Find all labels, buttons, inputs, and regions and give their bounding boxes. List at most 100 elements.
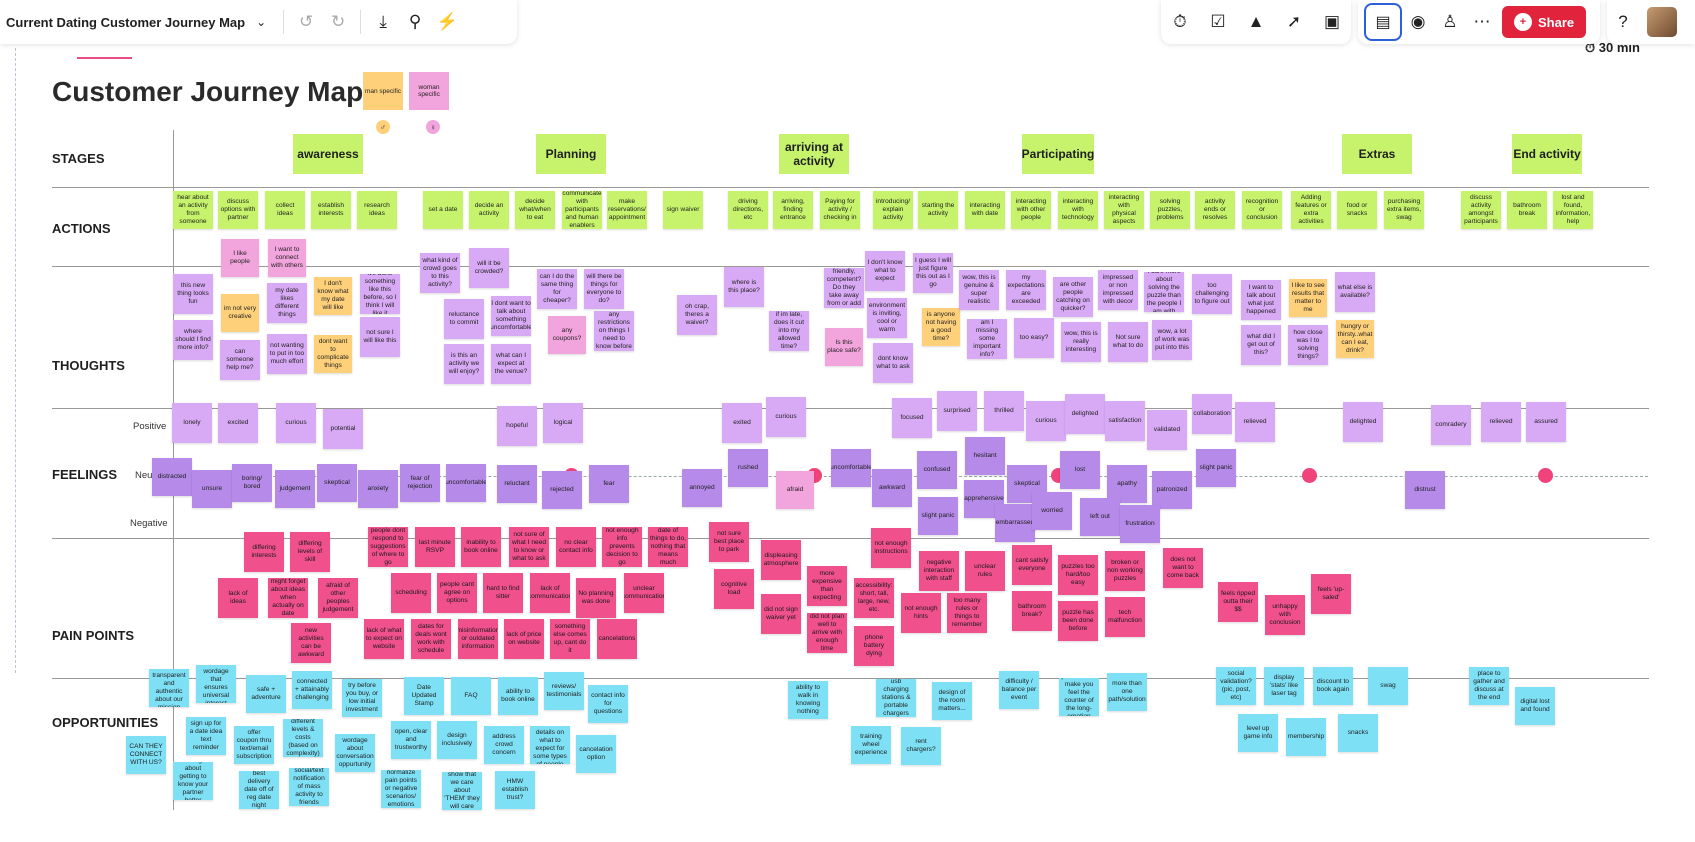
sticky-note-purple[interactable]: rushed <box>728 449 768 487</box>
sticky-note-lav[interactable]: are other people catching on quicker? <box>1053 277 1093 317</box>
timer-icon[interactable]: ⏱ <box>1173 12 1187 31</box>
sticky-note-cyan[interactable]: ability to book online <box>498 677 538 715</box>
sticky-note-red[interactable]: puzzle has been done before <box>1058 601 1098 641</box>
sticky-note-red[interactable]: feels ripped outta their $$ <box>1218 582 1258 622</box>
sticky-note-purple[interactable]: boring/ bored <box>232 464 272 502</box>
stage-end-activity[interactable]: End activity <box>1512 134 1582 174</box>
sticky-note-lav[interactable]: I want to talk about what just happened <box>1241 280 1281 320</box>
sticky-note-red[interactable]: something else comes up, cant do it <box>550 619 590 659</box>
sticky-note-lav[interactable]: lonely <box>172 403 212 443</box>
sticky-note-red[interactable]: differing interests <box>244 532 284 572</box>
redo-icon[interactable]: ↻ <box>330 12 346 31</box>
sticky-note-cyan[interactable]: level up game info <box>1238 714 1278 752</box>
sticky-note-cyan[interactable]: difficulty / balance per event <box>999 671 1039 709</box>
sticky-note-green[interactable]: driving directions, etc <box>728 191 768 229</box>
sticky-note-cyan[interactable]: try before you buy, or low initial inves… <box>342 679 382 717</box>
sticky-note-lav[interactable]: assured <box>1526 402 1566 442</box>
legend-man-specific[interactable]: man specific <box>363 72 403 110</box>
sticky-note-lav[interactable]: delighted <box>1343 402 1383 442</box>
sticky-note-yellow[interactable]: is anyone not having a good time? <box>922 308 960 346</box>
sticky-note-lav[interactable]: am I missing some important info? <box>967 319 1007 359</box>
sticky-note-cyan[interactable]: design inclusively <box>437 721 477 759</box>
sticky-note-cyan[interactable]: snacks <box>1338 714 1378 752</box>
sticky-note-cyan[interactable]: more than one path/solution <box>1107 673 1147 711</box>
sticky-note-lav[interactable]: too challenging to figure out <box>1192 274 1232 314</box>
sticky-note-lav[interactable]: is this an activity we will enjoy? <box>444 344 484 384</box>
sticky-note-pink[interactable]: I like people <box>221 239 259 277</box>
sticky-note-cyan[interactable]: membership <box>1286 718 1326 756</box>
sticky-note-red[interactable]: not enough hints <box>901 593 941 633</box>
sticky-note-red[interactable]: misinformation or outdated information <box>458 619 498 659</box>
sticky-note-green[interactable]: arriving, finding entrance <box>773 191 813 229</box>
sticky-note-cyan[interactable]: use wordage that ensures universal inter… <box>196 665 236 703</box>
sticky-note-pink[interactable]: any coupons? <box>548 316 586 354</box>
sticky-note-red[interactable]: more expensive than expecting <box>807 566 847 606</box>
sticky-note-red[interactable]: people cant agree on options <box>437 573 477 613</box>
sticky-note-green[interactable]: recognition or conclusion <box>1242 191 1282 229</box>
sticky-note-red[interactable]: people dont respond to suggestions of wh… <box>368 527 408 567</box>
sticky-note-green[interactable]: interacting with other people <box>1011 191 1051 229</box>
sticky-note-green[interactable]: interacting with physical aspects <box>1104 191 1144 229</box>
sticky-note-green[interactable]: sign waiver <box>663 191 703 229</box>
sticky-note-green[interactable]: starting the activity <box>918 191 958 229</box>
sticky-note-cyan[interactable]: open, clear and trustworthy <box>391 721 431 759</box>
sticky-note-red[interactable]: lack of ideas <box>218 578 258 618</box>
sticky-note-red[interactable]: phone battery dying <box>854 626 894 666</box>
sticky-note-red[interactable]: unhappy with conclusion <box>1265 595 1305 635</box>
sticky-note-lav[interactable]: this new thing looks fun <box>173 274 213 314</box>
sticky-note-red[interactable]: displeasing atmosphere <box>761 540 801 580</box>
sticky-note-green[interactable]: Adding features or extra activities <box>1291 191 1331 229</box>
sticky-note-lav[interactable]: curious <box>276 403 316 443</box>
sticky-note-cyan[interactable]: display 'stats' like laser tag <box>1264 667 1304 705</box>
sticky-note-cyan[interactable]: discount to book again <box>1313 667 1353 705</box>
sticky-note-purple[interactable]: awkward <box>872 469 912 507</box>
sticky-note-cyan[interactable]: HMW establish trust? <box>495 771 535 809</box>
sticky-note-cyan[interactable]: address crowd concern <box>484 726 524 764</box>
sticky-note-cyan[interactable]: different levels & costs (based on compl… <box>283 719 323 757</box>
stage-participating[interactable]: Participating <box>1022 134 1094 174</box>
sticky-note-cyan[interactable]: wordage about getting to know your partn… <box>173 762 213 800</box>
board-title[interactable]: Current Dating Customer Journey Map <box>6 14 246 30</box>
sticky-note-lav[interactable]: thrilled <box>984 391 1024 431</box>
sticky-note-lav[interactable]: focused <box>892 398 932 438</box>
sticky-note-red[interactable]: might forget about ideas when actually o… <box>268 578 308 618</box>
sticky-note-purple[interactable]: skeptical <box>317 464 357 502</box>
sticky-note-cyan[interactable]: base the best delivery date off of reg d… <box>239 771 279 809</box>
sticky-note-purple[interactable]: uncomfortable <box>831 449 871 487</box>
sticky-note-lav[interactable]: I guess I will just figure this out as I… <box>913 253 953 293</box>
sticky-note-cyan[interactable]: rent chargers? <box>901 727 941 765</box>
sticky-note-lav[interactable]: delighted <box>1065 394 1105 434</box>
sticky-note-green[interactable]: make reservations/ appointment <box>607 191 647 229</box>
sticky-note-cyan[interactable]: ability to walk in knowing nothing <box>788 681 828 719</box>
sticky-note-purple[interactable]: embarrassed <box>995 504 1035 542</box>
incognito-icon[interactable]: ▲ <box>1247 12 1265 31</box>
sticky-note-purple[interactable]: slight panic <box>918 497 958 535</box>
sticky-note-cyan[interactable]: training wheel experience <box>851 726 891 764</box>
download-icon[interactable]: ⤓ <box>379 12 387 31</box>
sticky-note-purple[interactable]: lost <box>1060 451 1100 489</box>
sticky-note-red[interactable]: lack of what to expect on website <box>364 619 404 659</box>
sticky-note-lav[interactable]: curious <box>1026 401 1066 441</box>
sticky-note-lav[interactable]: where is this place? <box>724 267 764 307</box>
sticky-note-cyan[interactable]: additional details on what to expect for… <box>530 726 570 764</box>
sticky-note-red[interactable]: not enough info prevents decision to go <box>602 527 642 567</box>
sticky-note-purple[interactable]: distrust <box>1405 471 1445 509</box>
sticky-note-lav[interactable]: logical <box>543 403 583 443</box>
sticky-note-lav[interactable]: can someone help me? <box>220 340 260 380</box>
sticky-note-cyan[interactable]: offer coupon thru text/email subscriptio… <box>234 726 274 764</box>
sticky-note-purple[interactable]: distracted <box>152 458 192 496</box>
sticky-note-red[interactable]: did not sign waiver yet <box>761 594 801 634</box>
sticky-note-red[interactable]: puzzles too hard/too easy <box>1058 555 1098 595</box>
sticky-note-lav[interactable]: I don't know what to expect <box>865 251 905 291</box>
sticky-note-cyan[interactable]: social validation? (pic, post, etc) <box>1216 667 1256 705</box>
sticky-note-lav[interactable]: impressed or non impressed with decor <box>1098 270 1138 310</box>
sticky-note-green[interactable]: Paying for activity / checking in <box>820 191 860 229</box>
sticky-note-lav[interactable]: if im late, does it cut into my allowed … <box>769 311 809 351</box>
sticky-note-yellow[interactable]: I don't know what my date will like <box>314 277 352 315</box>
legend-woman-specific[interactable]: woman specific <box>409 72 449 110</box>
sticky-note-red[interactable]: cognitive load <box>714 569 754 609</box>
sticky-note-lav[interactable]: curious <box>766 397 806 437</box>
sticky-note-red[interactable]: afraid of other peoples judgement <box>318 578 358 618</box>
sticky-note-purple[interactable]: patronized <box>1152 471 1192 509</box>
sticky-note-pink[interactable]: I want to connect with others <box>268 239 306 277</box>
